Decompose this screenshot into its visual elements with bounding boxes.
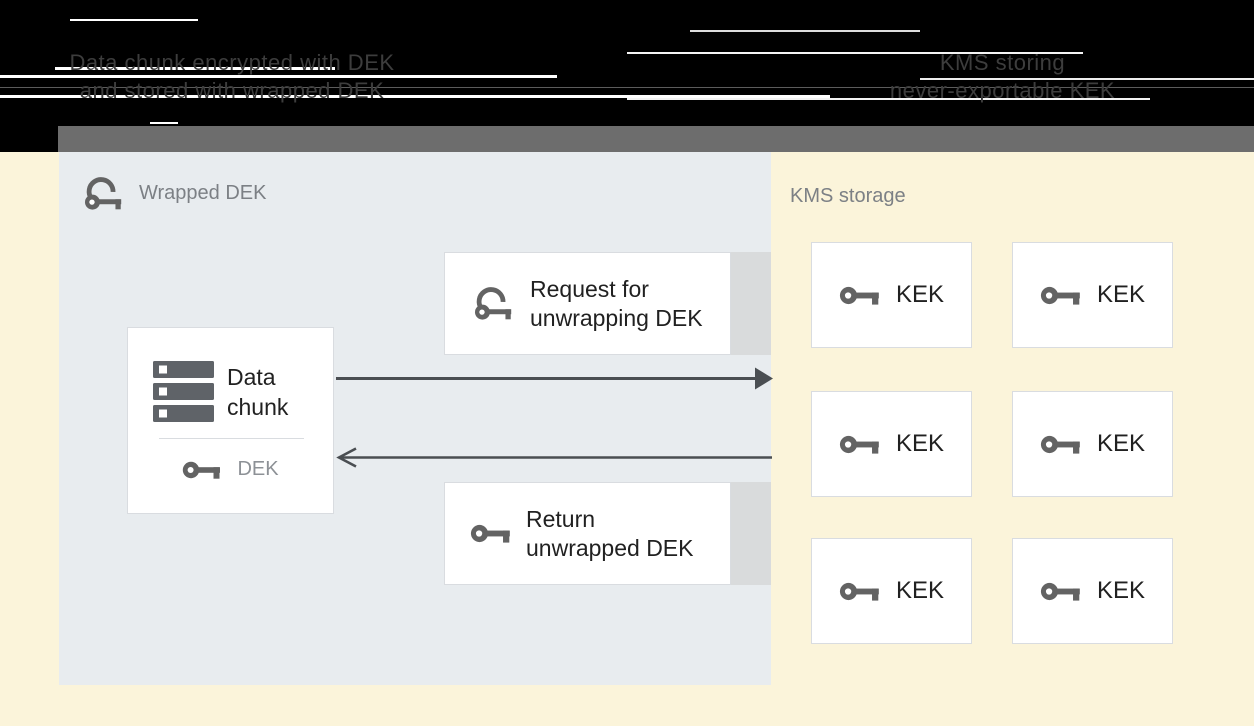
kek-label: KEK <box>1096 430 1146 457</box>
kek-label: KEK <box>895 281 945 308</box>
dek-label: DEK <box>237 458 279 480</box>
key-icon <box>470 524 510 543</box>
glitch-line <box>0 87 1254 88</box>
storage-stack-icon <box>153 361 214 422</box>
caption-kms: KMS storing never-exportable KEK <box>855 49 1150 105</box>
kek-box: KEK <box>811 391 972 497</box>
key-icon <box>1040 435 1080 454</box>
key-icon <box>839 286 879 305</box>
return-unwrapped-label: Return unwrapped DEK <box>526 505 694 561</box>
kek-label: KEK <box>1096 281 1146 308</box>
data-chunk-row: Data chunk <box>153 361 288 424</box>
request-unwrap-label: Request for unwrapping DEK <box>530 275 703 331</box>
data-chunk-box: Data chunk DEK <box>127 327 334 514</box>
return-unwrapped-box: Return unwrapped DEK <box>444 482 731 585</box>
caption-wrapped-dek: Data chunk encrypted with DEK and stored… <box>58 49 406 105</box>
header-gray-band <box>58 126 1254 152</box>
key-icon <box>839 435 879 454</box>
glitch-line <box>0 75 557 78</box>
caption-line: Data chunk encrypted with DEK <box>69 50 395 75</box>
caption-line: and stored with wrapped DEK <box>79 78 385 103</box>
wrapped-dek-header: Wrapped DEK <box>80 176 266 211</box>
glitch-line <box>627 52 1083 54</box>
request-arrow <box>336 367 773 390</box>
kek-label: KEK <box>895 577 945 604</box>
glitch-line <box>690 30 920 32</box>
kek-box: KEK <box>811 242 972 348</box>
return-arrow <box>336 447 772 468</box>
request-unwrap-box: Request for unwrapping DEK <box>444 252 731 355</box>
kek-label: KEK <box>895 430 945 457</box>
kek-box: KEK <box>811 538 972 644</box>
key-icon <box>1040 286 1080 305</box>
wrapped-key-icon <box>84 177 122 210</box>
kms-storage-label: KMS storage <box>790 185 906 207</box>
glitch-line <box>920 78 1254 80</box>
kek-box: KEK <box>1012 242 1173 348</box>
request-box-side-strip <box>731 252 771 355</box>
divider <box>159 438 304 439</box>
glitch-line <box>150 122 178 124</box>
wrapped-dek-label: Wrapped DEK <box>139 182 267 204</box>
glitch-line <box>55 67 335 70</box>
wrapped-key-icon <box>474 287 512 320</box>
kek-box: KEK <box>1012 538 1173 644</box>
return-box-side-strip <box>731 482 771 585</box>
glitch-line <box>0 95 830 98</box>
kek-box: KEK <box>1012 391 1173 497</box>
key-icon <box>839 582 879 601</box>
caption-line: KMS storing <box>939 50 1066 75</box>
glitch-line <box>70 19 198 21</box>
dek-row: DEK <box>128 458 333 481</box>
kek-label: KEK <box>1096 577 1146 604</box>
key-icon <box>1040 582 1080 601</box>
glitch-line <box>627 98 1150 100</box>
data-chunk-title: Data chunk <box>227 364 289 420</box>
caption-line: never-exportable KEK <box>889 78 1116 103</box>
key-icon <box>183 461 221 479</box>
